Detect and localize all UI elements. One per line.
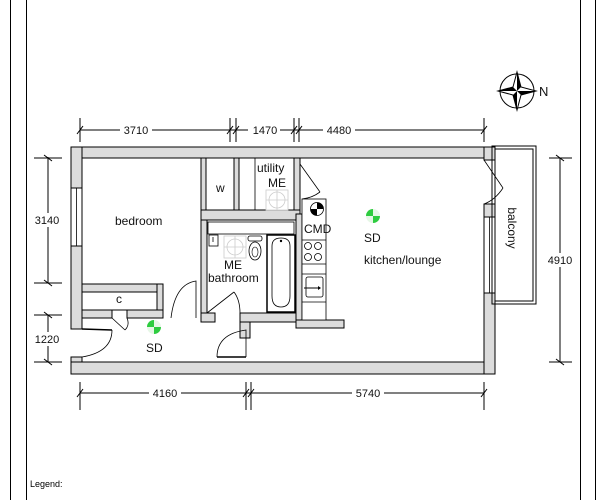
basin-icon [208, 234, 219, 247]
dimensions-top: 3710 1470 4480 [76, 118, 488, 142]
dim-top-1: 3710 [124, 125, 148, 137]
room-label-bedroom: bedroom [115, 214, 162, 228]
balcony: balcony [483, 145, 537, 305]
page-frame [10, 0, 596, 500]
room-label-utility-me: ME [268, 176, 286, 190]
dimensions-left: 3140 1220 [30, 154, 62, 366]
sd-kitchen-label: SD [364, 231, 381, 245]
dim-bottom-1: 4160 [153, 388, 177, 400]
room-label-bathroom: bathroom [208, 271, 259, 285]
sink-icon [304, 276, 324, 298]
meter-icon-bathroom [223, 235, 247, 259]
room-label-kitchen-lounge: kitchen/lounge [364, 253, 442, 267]
dim-left-1: 3140 [35, 215, 59, 227]
meter-icon-utility [265, 189, 289, 211]
room-label-utility: utility [257, 161, 284, 175]
bathroom-fixtures [207, 221, 296, 313]
sd-hall-label: SD [146, 341, 163, 355]
room-label-balcony: balcony [505, 207, 519, 248]
dim-top-3: 4480 [327, 125, 351, 137]
dim-bottom-2: 5740 [356, 388, 380, 400]
cmd-detector-icon [310, 202, 324, 216]
dim-top-2: 1470 [253, 125, 277, 137]
room-label-cupboard: c [116, 292, 122, 306]
bath-icon [266, 234, 296, 313]
cmd-label: CMD [304, 222, 332, 236]
dimensions-right: 4910 [544, 154, 576, 366]
dim-left-2: 1220 [35, 334, 59, 346]
compass-north-label: N [539, 84, 548, 99]
toilet-icon [247, 235, 263, 261]
dim-right-1: 4910 [548, 255, 572, 267]
outer-walls [70, 146, 496, 375]
smoke-detector-hall-icon [147, 320, 161, 334]
room-label-bathroom-me: ME [224, 258, 242, 272]
kitchen-counter [301, 198, 327, 321]
interior-walls [81, 157, 345, 339]
legend-title: Legend: [30, 479, 63, 489]
smoke-detector-kitchen-icon [366, 209, 380, 223]
room-label-wardrobe: w [215, 181, 225, 195]
hob-icon [304, 242, 322, 261]
dimensions-bottom: 4160 5740 [76, 382, 488, 410]
compass-icon: N [496, 70, 548, 112]
